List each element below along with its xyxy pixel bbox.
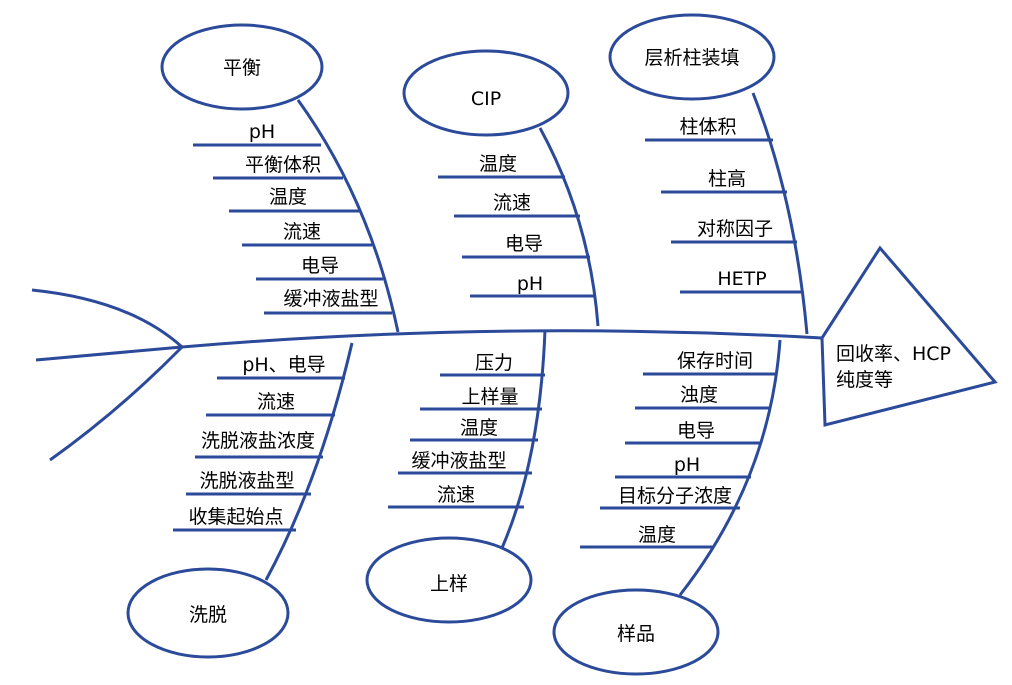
bone-sample — [678, 339, 782, 596]
packing-factor-3: 对称因子 — [697, 218, 773, 240]
cause-packing — [608, 13, 776, 101]
elution-factor-2: 流速 — [257, 391, 295, 413]
balance-factor-1: pH — [249, 121, 275, 143]
elution-factor-4: 洗脱液盐型 — [199, 470, 294, 492]
bone-cip — [538, 127, 600, 327]
elution-factor-3: 洗脱液盐浓度 — [201, 430, 315, 452]
sample-factor-2: 浊度 — [680, 384, 718, 406]
loading-factor-3: 温度 — [460, 417, 498, 439]
cause-balance-label: 平衡 — [223, 57, 261, 79]
balance-factor-2: 平衡体积 — [245, 154, 321, 176]
effect-head — [820, 245, 998, 427]
balance-factor-4: 流速 — [283, 221, 321, 243]
cause-sample-label: 样品 — [617, 623, 655, 645]
effect-label-line2: 纯度等 — [836, 369, 893, 391]
cip-factor-4: pH — [517, 273, 543, 295]
cip-factor-1: 温度 — [479, 153, 517, 175]
balance-factor-5: 电导 — [301, 255, 339, 277]
fish-tail-bottom — [49, 345, 184, 462]
cause-elution — [126, 567, 290, 659]
fish-tail-upper — [31, 288, 184, 349]
cip-factor-2: 流速 — [493, 192, 531, 214]
sample-factor-4: pH — [674, 454, 700, 476]
cause-elution-label: 洗脱 — [189, 604, 227, 626]
cause-loading-label: 上样 — [430, 573, 468, 595]
elution-factor-1: pH、电导 — [242, 354, 325, 376]
bone-balance — [296, 99, 400, 333]
sample-factor-5: 目标分子浓度 — [618, 485, 732, 507]
packing-factor-1: 柱体积 — [679, 116, 736, 138]
bone-loading — [500, 329, 547, 549]
cause-packing-label: 层析柱装填 — [644, 47, 739, 69]
loading-factor-2: 上样量 — [461, 386, 518, 408]
elution-factor-5: 收集起始点 — [188, 506, 283, 528]
fish-tail-lower — [35, 345, 183, 362]
cause-balance — [160, 23, 324, 111]
spine — [181, 329, 823, 349]
cause-loading — [365, 536, 533, 624]
balance-factor-3: 温度 — [269, 186, 307, 208]
packing-factor-4: HETP — [717, 268, 766, 290]
sample-factor-1: 保存时间 — [677, 350, 753, 372]
cause-cip — [402, 49, 570, 137]
cip-factor-3: 电导 — [505, 233, 543, 255]
bone-packing — [751, 92, 809, 335]
cause-sample — [552, 588, 720, 676]
loading-factor-1: 压力 — [475, 352, 513, 374]
sample-factor-3: 电导 — [677, 420, 715, 442]
sample-factor-6: 温度 — [638, 524, 676, 546]
balance-factor-6: 缓冲液盐型 — [283, 288, 378, 310]
packing-factor-2: 柱高 — [708, 168, 746, 190]
effect-label-line1: 回收率、HCP — [836, 343, 951, 365]
loading-factor-5: 流速 — [437, 484, 475, 506]
cause-cip-label: CIP — [471, 88, 501, 110]
loading-factor-4: 缓冲液盐型 — [411, 450, 506, 472]
